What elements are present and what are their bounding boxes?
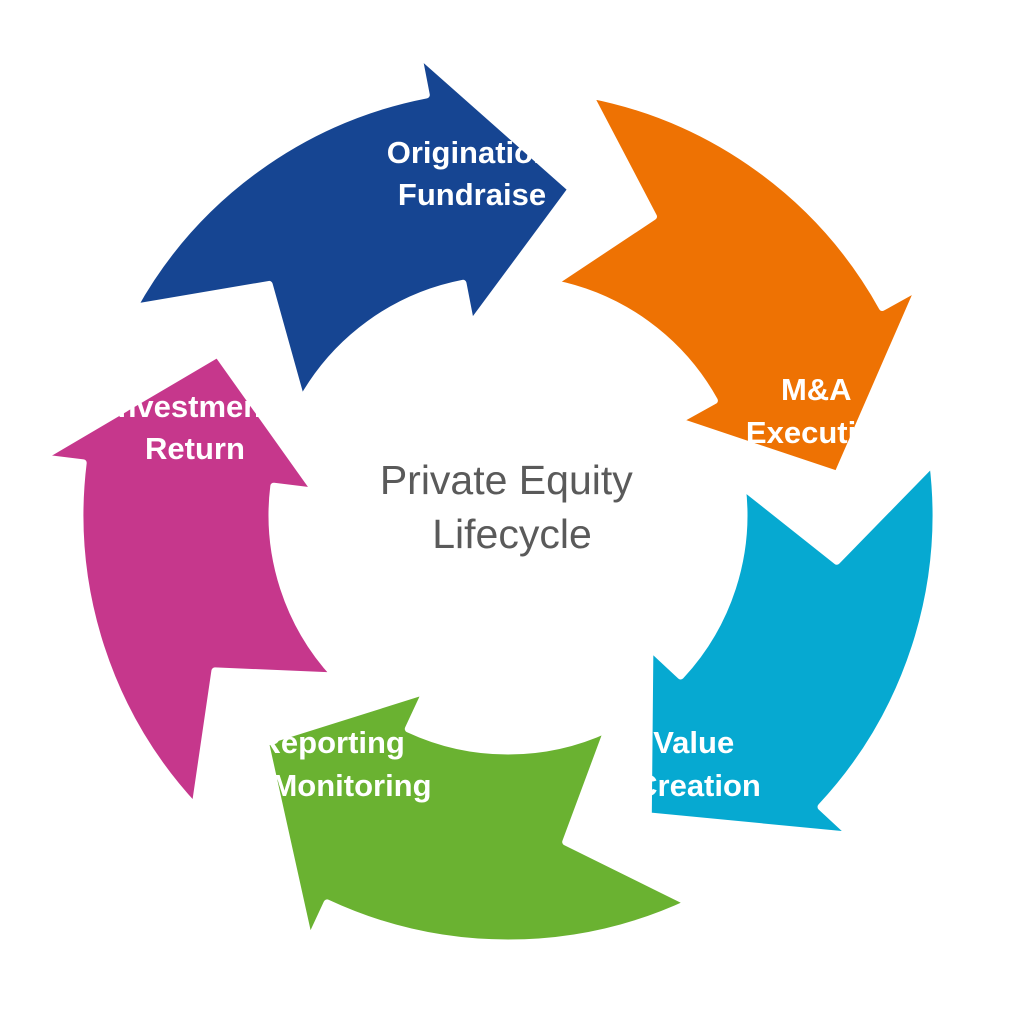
segment-label-origination: Origination/ Fundraise [387, 135, 570, 212]
segment-label-investment-return: Investment Return [109, 389, 281, 466]
segment-label-ma-execution: M&A Execution [746, 372, 894, 450]
center-title-line2: Lifecycle [432, 511, 592, 557]
segment-label-reporting-monitoring-line2: & Monitoring [240, 768, 431, 803]
segment-arrow-investment-return [38, 350, 339, 811]
center-title: Private Equity Lifecycle [380, 457, 644, 557]
segment-label-ma-execution-line2: Execution [746, 415, 894, 450]
segment-label-ma-execution-line1: M&A [781, 372, 851, 407]
segment-arrow-ma-execution [549, 91, 923, 478]
segment-label-reporting-monitoring-line1: Reporting [259, 725, 405, 760]
segment-label-investment-return-line1: Investment [109, 389, 273, 424]
labels-layer: Origination/ Fundraise M&A Execution Val… [109, 135, 894, 803]
segment-label-value-creation: Value Creation [635, 725, 761, 803]
segment-label-investment-return-line2: Return [145, 431, 245, 466]
segment-label-origination-line1: Origination/ [387, 135, 561, 170]
center-title-line1: Private Equity [380, 457, 633, 503]
segment-label-origination-line2: Fundraise [398, 177, 546, 212]
segment-label-value-creation-line2: Creation [635, 768, 761, 803]
segment-label-reporting-monitoring: Reporting & Monitoring [240, 725, 431, 803]
segment-arrow-reporting-monitoring [261, 687, 693, 947]
segment-arrow-origination [130, 50, 575, 405]
segment-arrow-value-creation [644, 459, 940, 839]
segment-label-value-creation-line1: Value [653, 725, 734, 760]
segments-layer [38, 50, 940, 947]
